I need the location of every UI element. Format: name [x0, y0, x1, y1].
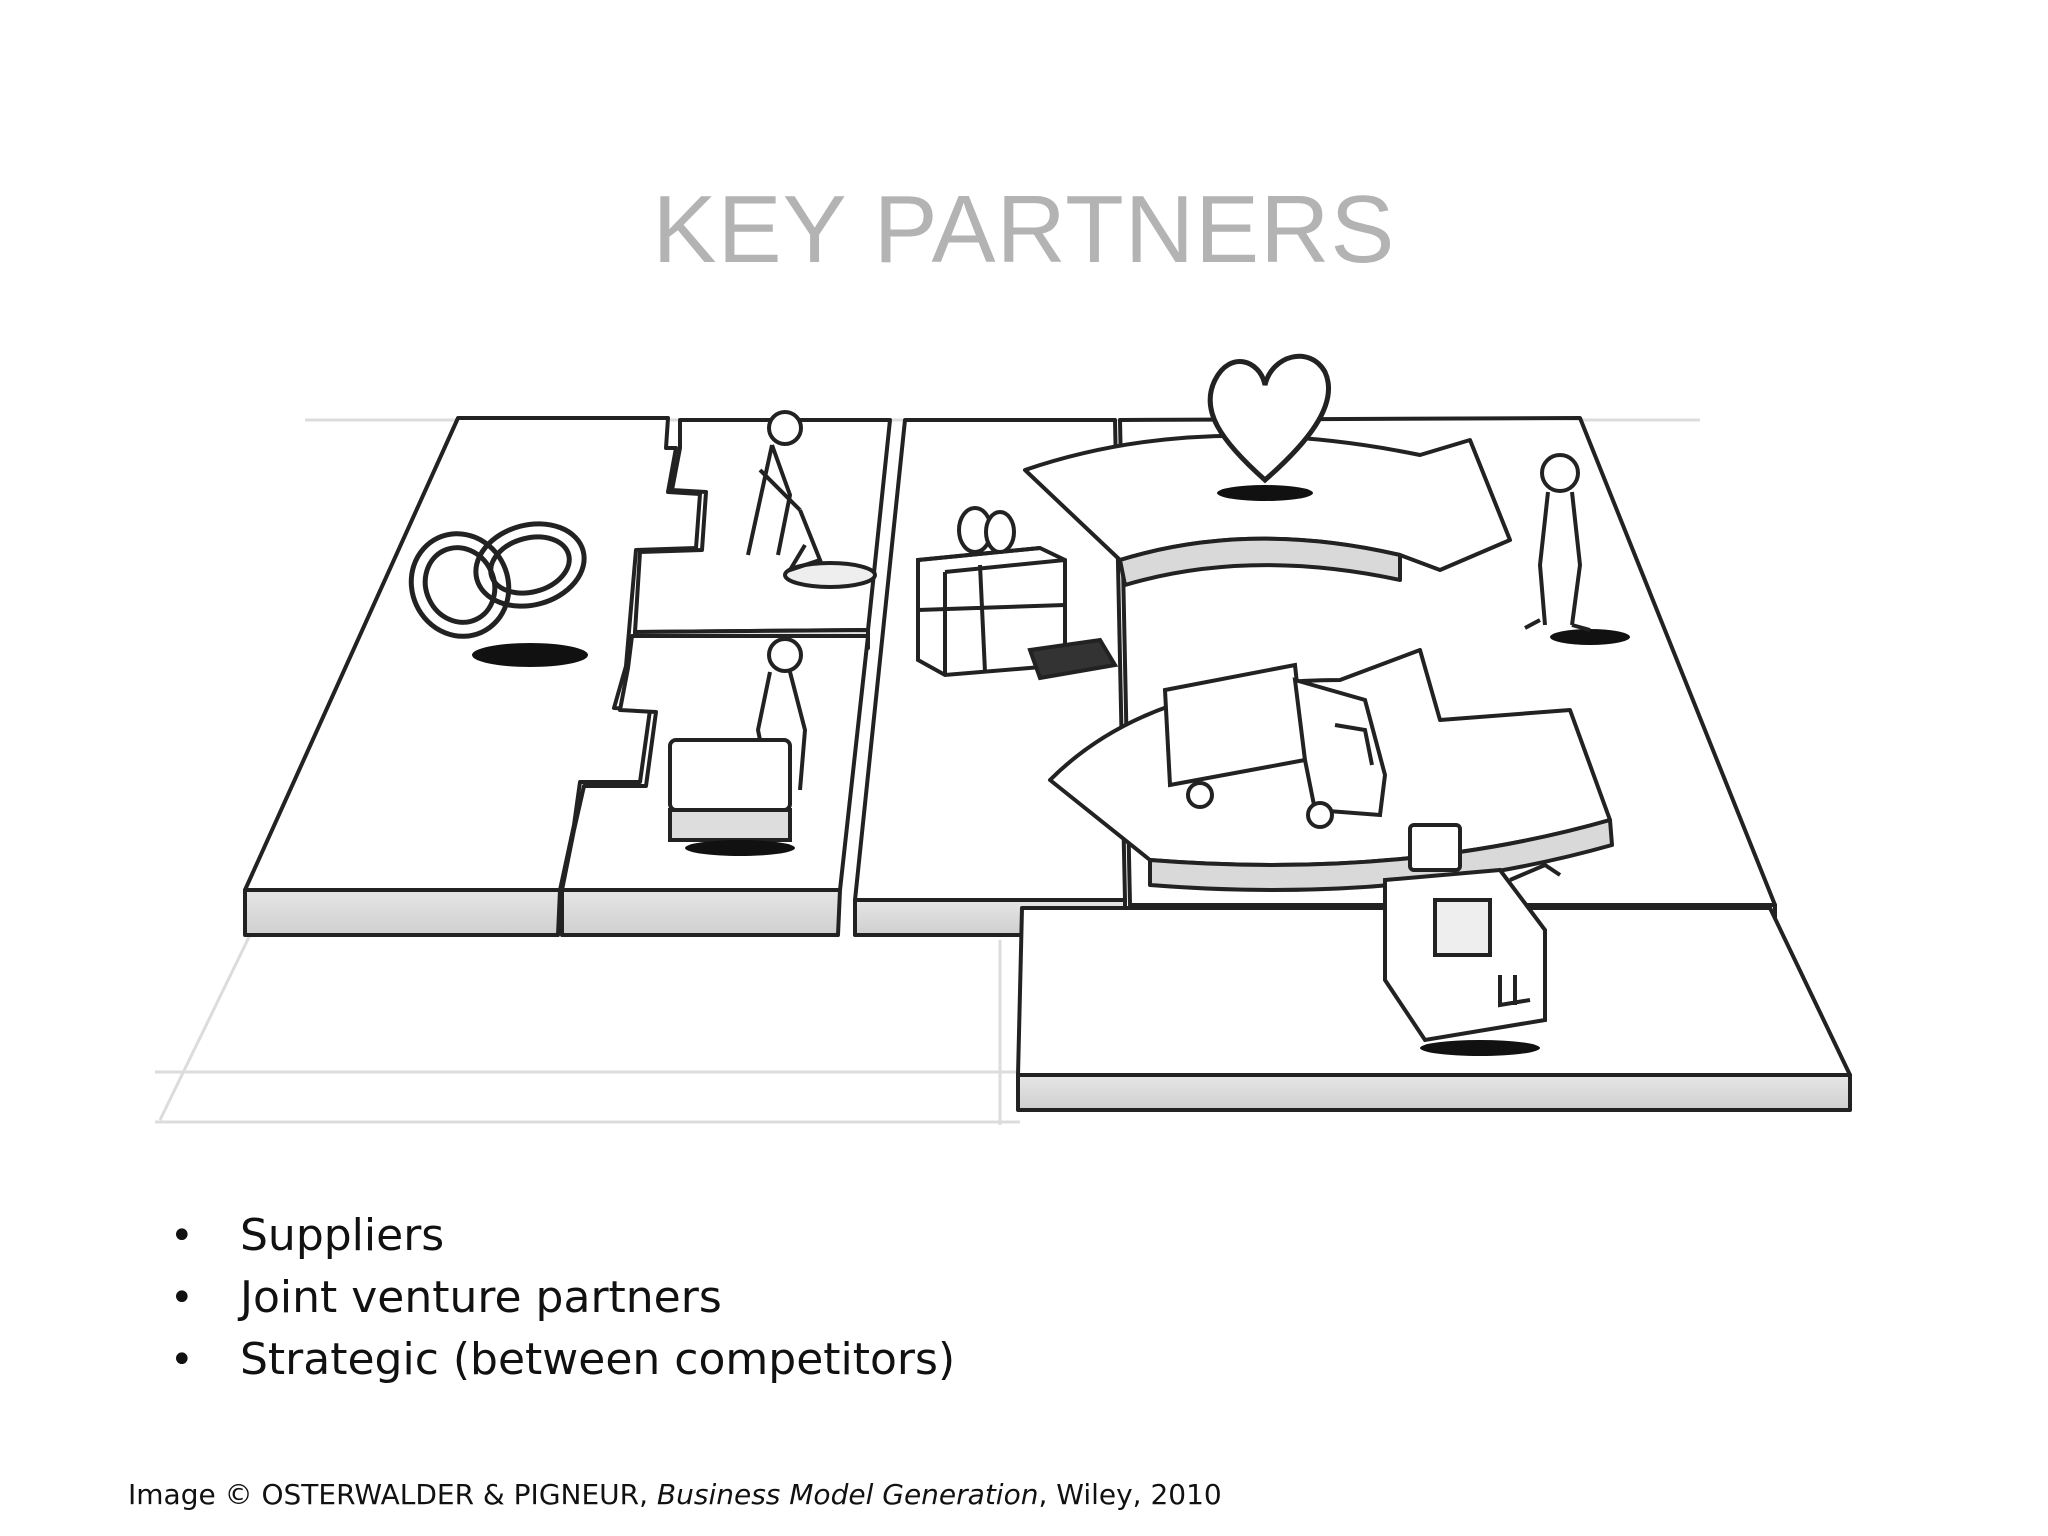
list-item: Joint venture partners [170, 1267, 955, 1329]
standing-person-icon [1524, 453, 1630, 645]
slide-title: KEY PARTNERS [652, 176, 1396, 283]
key-partners-list: Suppliers Joint venture partners Strateg… [170, 1205, 955, 1391]
digging-person-icon [746, 410, 877, 589]
credit-book-title: Business Model Generation [656, 1478, 1039, 1511]
delivery-truck-icon [1162, 662, 1388, 829]
heart-icon [1207, 353, 1332, 501]
gift-box-icon [916, 506, 1119, 681]
image-credit: Image © OSTERWALDER & PIGNEUR, Business … [128, 1478, 1222, 1511]
credit-prefix: Image © OSTERWALDER & PIGNEUR, [128, 1478, 657, 1511]
cash-register-icon [1383, 823, 1562, 1056]
credit-suffix: , Wiley, 2010 [1038, 1478, 1222, 1511]
relationship-arrow [1023, 433, 1512, 587]
list-item: Suppliers [170, 1205, 955, 1267]
rings-icon [408, 521, 588, 667]
worker-at-machine-icon [668, 637, 808, 856]
list-item: Strategic (between competitors) [170, 1329, 955, 1391]
